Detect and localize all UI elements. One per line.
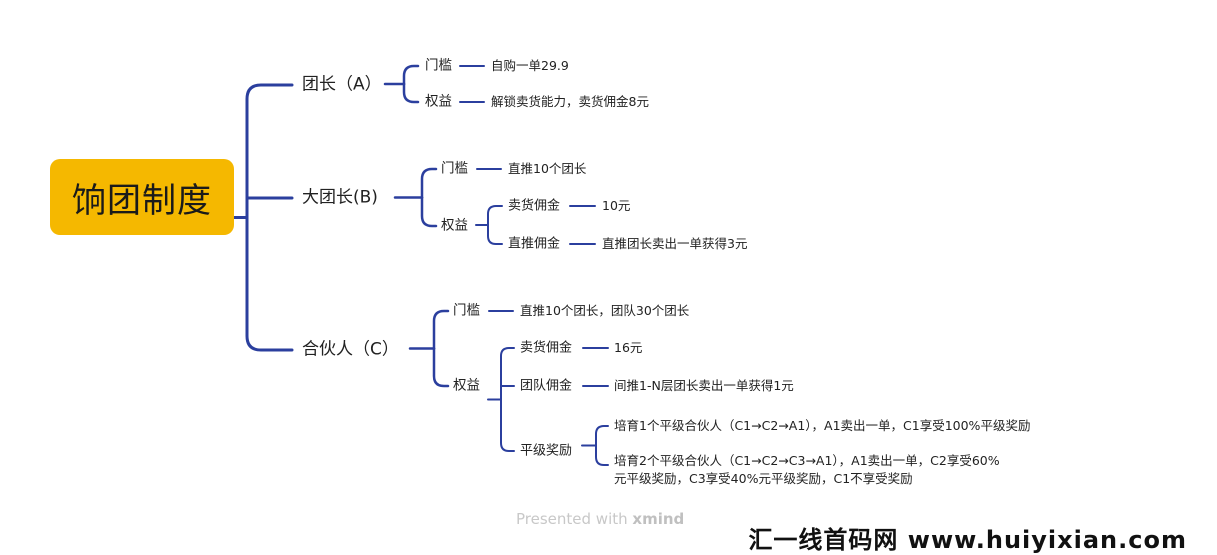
a-connector-arm-0 bbox=[402, 64, 420, 86]
branch-b-direct-commission-value[interactable]: 直推团长卖出一单获得3元 bbox=[602, 235, 748, 251]
branch-a[interactable]: 团长（A） bbox=[302, 74, 382, 95]
a-connector-arm-1 bbox=[402, 82, 420, 104]
site-watermark: 汇一线首码网 www.huiyixian.com bbox=[748, 526, 1187, 554]
branch-c-peer-reward-value-1[interactable]: 培育1个平级合伙人（C1→C2→A1），A1卖出一单，C1享受100%平级奖励 bbox=[614, 417, 1031, 433]
root-connector-arm-2 bbox=[245, 216, 294, 352]
root-topic[interactable]: 饷团制度 bbox=[50, 159, 234, 235]
xmind-watermark: Presented with xmind bbox=[516, 510, 684, 528]
branch-a-rights[interactable]: 权益 bbox=[425, 93, 452, 110]
branch-c-sales-commission[interactable]: 卖货佣金 bbox=[520, 340, 573, 356]
branch-c-threshold[interactable]: 门槛 bbox=[453, 302, 480, 319]
branch-a-threshold-value[interactable]: 自购一单29.9 bbox=[491, 57, 569, 73]
c-connector-arm-0 bbox=[432, 309, 450, 350]
root-connector-arm-0 bbox=[245, 83, 294, 219]
branch-b-threshold-value[interactable]: 直推10个团长 bbox=[508, 160, 587, 176]
branch-c-sales-commission-value[interactable]: 16元 bbox=[614, 339, 643, 355]
xmind-watermark-prefix: Presented with bbox=[516, 510, 628, 528]
branch-c-team-commission-value[interactable]: 间推1-N层团长卖出一单获得1元 bbox=[614, 377, 794, 393]
branch-b-threshold[interactable]: 门槛 bbox=[441, 160, 468, 177]
c-rights-connector-arm-0 bbox=[500, 347, 515, 401]
root-topic-label: 饷团制度 bbox=[72, 180, 212, 221]
xmind-watermark-brand: xmind bbox=[632, 510, 685, 528]
branch-c-threshold-value[interactable]: 直推10个团长，团队30个团长 bbox=[520, 302, 690, 318]
peer-reward-value-2-line-1: 培育2个平级合伙人（C1→C2→C3→A1），A1卖出一单，C2享受60% bbox=[614, 453, 1000, 468]
b-rights-connector-arm-1 bbox=[487, 224, 503, 245]
branch-b-rights[interactable]: 权益 bbox=[441, 217, 468, 234]
branch-b-sales-commission-value[interactable]: 10元 bbox=[602, 197, 631, 213]
branch-c-rights[interactable]: 权益 bbox=[453, 377, 480, 394]
b-rights-connector-arm-0 bbox=[487, 205, 503, 226]
c-rights-connector-arm-2 bbox=[500, 398, 515, 452]
c-peer-connector-arm-0 bbox=[595, 425, 609, 447]
branch-b-direct-commission[interactable]: 直推佣金 bbox=[508, 236, 561, 252]
peer-reward-value-2-line-2: 元平级奖励，C3享受40%元平级奖励，C1不享受奖励 bbox=[614, 471, 913, 487]
branch-a-rights-value[interactable]: 解锁卖货能力，卖货佣金8元 bbox=[491, 93, 649, 109]
branch-c-peer-reward-value-2[interactable]: 培育2个平级合伙人（C1→C2→C3→A1），A1卖出一单，C2享受60% 元平… bbox=[614, 452, 1000, 488]
branch-c-team-commission[interactable]: 团队佣金 bbox=[520, 378, 573, 394]
c-peer-connector-arm-1 bbox=[595, 444, 609, 466]
b-connector-arm-0 bbox=[420, 167, 438, 199]
branch-a-threshold[interactable]: 门槛 bbox=[425, 57, 452, 74]
branch-b[interactable]: 大团长(B) bbox=[302, 187, 378, 208]
b-connector-arm-1 bbox=[420, 196, 438, 228]
branch-b-sales-commission[interactable]: 卖货佣金 bbox=[508, 198, 561, 214]
branch-c[interactable]: 合伙人（C） bbox=[302, 339, 399, 360]
branch-c-peer-reward[interactable]: 平级奖励 bbox=[520, 443, 573, 459]
c-connector-arm-1 bbox=[432, 347, 450, 388]
